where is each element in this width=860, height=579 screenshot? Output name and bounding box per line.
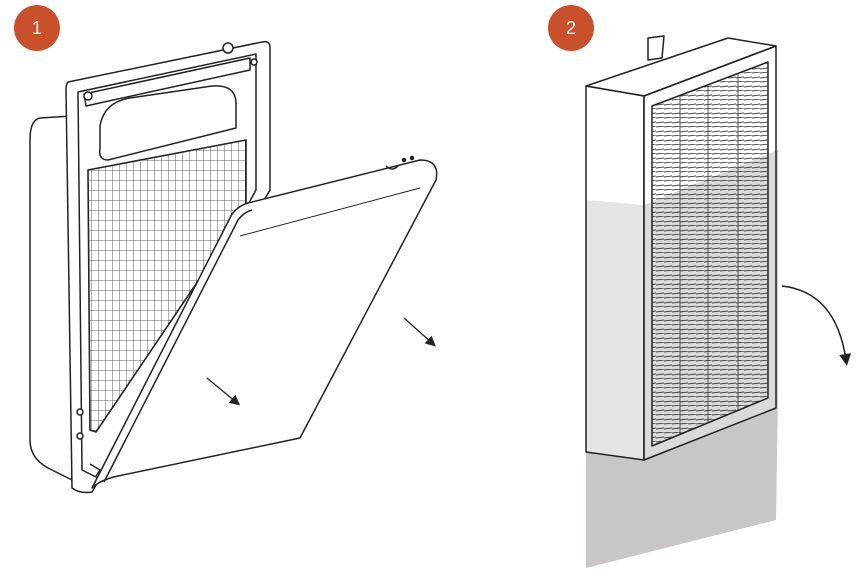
step-1-badge: 1 xyxy=(14,5,60,51)
pull-tab xyxy=(647,35,665,61)
filter-grid xyxy=(87,139,247,433)
open-cover-arrow-icon xyxy=(206,377,241,406)
step-2-badge: 2 xyxy=(548,5,594,51)
purifier-housing xyxy=(29,115,73,481)
purifier-open-illustration xyxy=(29,40,438,494)
rotate-filter-arrow-icon xyxy=(781,285,852,366)
filter-box-side xyxy=(585,85,645,461)
open-cover-arrow-icon-2 xyxy=(403,317,436,347)
handle-cutout xyxy=(98,85,237,161)
filter-removal-illustration xyxy=(585,35,852,568)
